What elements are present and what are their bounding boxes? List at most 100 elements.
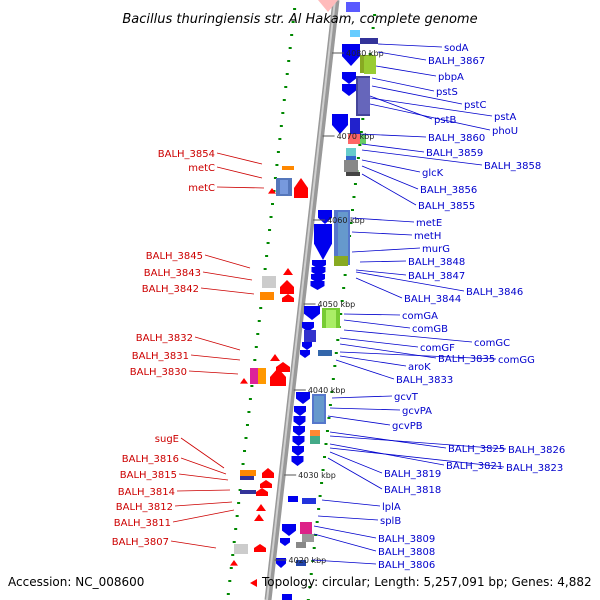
gene-label-right: pstC [464, 100, 486, 111]
track-dot [259, 307, 263, 309]
gene-block [346, 156, 356, 162]
gene-block [240, 490, 256, 494]
gene-arrow [342, 44, 360, 66]
track-dot [356, 157, 360, 159]
leader-line [361, 165, 419, 190]
gene-label-right: BALH_3846 [466, 287, 523, 298]
gene-label-right: BALH_3855 [418, 201, 475, 212]
gene-label-right: murG [422, 244, 450, 255]
leader-line [339, 351, 497, 360]
gene-block [250, 368, 260, 384]
leader-line [361, 173, 417, 206]
gene-block [310, 436, 320, 444]
leader-line [311, 559, 377, 565]
leader-line [327, 457, 383, 490]
gene-label-left: BALH_3842 [142, 284, 199, 295]
track-dot [266, 242, 270, 244]
gene-arrow [268, 188, 276, 194]
gene-block [300, 522, 312, 534]
gene-label-right: pstA [494, 112, 516, 123]
gene-block [314, 396, 324, 422]
track-dot [343, 274, 347, 276]
gene-label-left: BALH_3832 [136, 333, 193, 344]
gene-arrow [280, 538, 290, 546]
leader-line [329, 447, 505, 468]
track-dot [226, 593, 230, 595]
gene-label-right: metE [416, 218, 442, 229]
track-dot [284, 86, 288, 88]
track-dot [244, 437, 248, 439]
leader-line [371, 85, 463, 105]
gene-block [282, 166, 294, 170]
gene-label-right: comGC [474, 338, 510, 349]
gene-arrow [293, 416, 306, 426]
track-dot [312, 547, 316, 549]
track-dot [330, 391, 334, 393]
track-dot [253, 359, 257, 361]
gene-arrow [276, 362, 290, 372]
gene-block [234, 544, 248, 554]
track-dot [248, 398, 252, 400]
leader-line [329, 451, 383, 474]
track-dot [311, 560, 315, 562]
track-dot [336, 339, 340, 341]
gene-block [346, 148, 356, 156]
track-dot [358, 144, 362, 146]
track-dot [237, 502, 241, 504]
gene-block [288, 496, 298, 502]
gene-block [302, 498, 316, 504]
gene-label-left: BALH_3843 [144, 268, 201, 279]
leader-line [216, 166, 263, 179]
gene-label-left: BALH_3831 [132, 351, 189, 362]
gene-arrow [240, 378, 248, 384]
gene-label-right: metH [414, 231, 441, 242]
gene-block [240, 470, 256, 476]
track-dot [245, 424, 249, 426]
scale-tick-label: 4030 kbp [298, 471, 336, 480]
track-dot [282, 99, 286, 101]
track-dot [232, 541, 236, 543]
gene-label-left: BALH_3854 [158, 149, 215, 160]
gene-label-right: BALH_3844 [404, 294, 461, 305]
gene-block [334, 256, 348, 266]
track-dot [250, 385, 254, 387]
gene-block [318, 350, 332, 356]
track-dot [247, 411, 251, 413]
leader-line [178, 473, 229, 481]
scale-tick-label: 4050 kbp [318, 300, 356, 309]
scale-tick-label: 4070 kbp [337, 132, 375, 141]
leader-line [369, 97, 493, 117]
leader-line [190, 354, 241, 361]
leader-line [170, 540, 217, 549]
gene-label-left: BALH_3814 [118, 487, 175, 498]
leader-line [194, 336, 241, 351]
leader-line [180, 457, 227, 475]
leader-line [329, 407, 401, 411]
leader-line [321, 499, 381, 507]
track-dot [281, 112, 285, 114]
genome-backbone [264, 0, 340, 600]
gene-label-right: comGB [412, 324, 448, 335]
leader-line [343, 329, 473, 343]
leader-line [200, 287, 255, 295]
gene-arrow [294, 406, 306, 416]
track-dot [279, 125, 283, 127]
leader-line [361, 149, 483, 166]
gene-arrow [280, 280, 294, 294]
gene-arrow [256, 488, 268, 496]
gene-arrow [318, 0, 338, 12]
gene-label-right: BALH_3858 [484, 161, 541, 172]
track-dot [276, 151, 280, 153]
gene-arrow [312, 260, 326, 269]
gene-arrow [302, 322, 314, 332]
track-dot [314, 534, 318, 536]
gene-block [260, 292, 274, 300]
track-dot [269, 216, 273, 218]
gene-label-right: lplA [382, 502, 401, 513]
gene-block [258, 368, 266, 384]
label-leader-lines [170, 43, 507, 565]
track-dot [263, 268, 267, 270]
track-dot [353, 183, 357, 185]
gene-arrow [296, 392, 310, 404]
